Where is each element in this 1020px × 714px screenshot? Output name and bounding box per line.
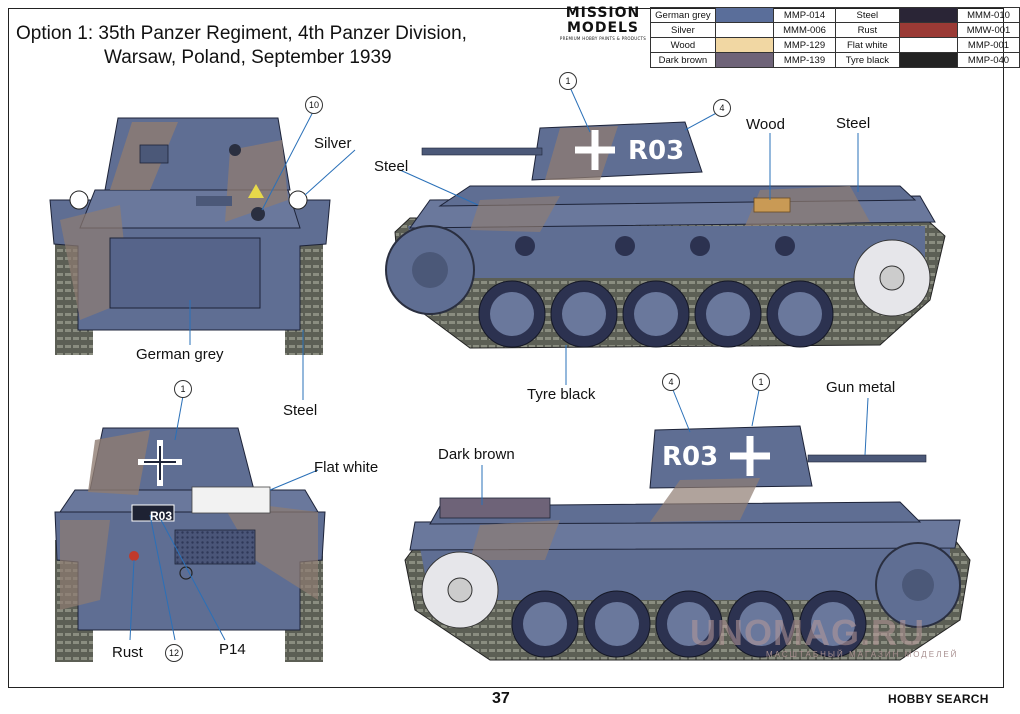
label-steel-front: Steel — [283, 402, 318, 419]
label-german-grey: German grey — [136, 346, 224, 363]
page-title: Option 1: 35th Panzer Regiment, 4th Panz… — [16, 22, 467, 70]
label-steel-side-right: Steel — [836, 115, 871, 132]
page-number: 37 — [492, 690, 510, 707]
label-tyre-black: Tyre black — [527, 386, 596, 403]
paint-swatch — [714, 22, 775, 38]
leader-lines — [129, 84, 869, 641]
watermark-main: UNOMAG.RU — [690, 612, 925, 653]
callout-4-side: 4 — [713, 99, 731, 117]
side-left-turret-number: R03 — [628, 136, 684, 166]
callout-4-lower: 4 — [662, 373, 680, 391]
logo-line-2: MODELS — [566, 20, 640, 36]
paint-swatch — [898, 7, 959, 23]
paint-code: MMP-139 — [773, 52, 836, 68]
mission-models-logo: MISSION MODELS PREMIUM HOBBY PAINTS & PR… — [556, 5, 650, 42]
callout-10: 10 — [305, 96, 323, 114]
paint-swatch — [898, 37, 959, 53]
label-flat-white: Flat white — [314, 459, 379, 476]
label-silver: Silver — [314, 135, 352, 152]
page-frame — [8, 8, 1004, 688]
side-right-turret-number: R03 — [662, 442, 718, 472]
label-p14: P14 — [219, 641, 246, 658]
side-view-left-tank: R03 — [385, 121, 946, 349]
callout-1-lower: 1 — [752, 373, 770, 391]
callout-12: 12 — [165, 644, 183, 662]
paint-swatch — [714, 7, 775, 23]
label-steel-side-left: Steel — [374, 158, 409, 175]
paint-swatch — [714, 52, 775, 68]
hobby-search-logo: HOBBY SEARCH — [888, 692, 989, 706]
label-gun-metal: Gun metal — [826, 379, 896, 396]
logo-tagline: PREMIUM HOBBY PAINTS & PRODUCTS — [559, 36, 647, 41]
watermark-sub: МАСШТАБНЫЙ МАГАЗИН МОДЕЛЕЙ — [766, 650, 959, 659]
title-line-2: Warsaw, Poland, September 1939 — [104, 47, 392, 68]
callout-1-rear: 1 — [174, 380, 192, 398]
label-dark-brown: Dark brown — [438, 446, 515, 463]
rear-number-plate: R03 — [150, 509, 173, 523]
logo-line-1: MISSION — [565, 5, 641, 21]
paint-swatch — [898, 52, 959, 68]
label-rust: Rust — [112, 644, 143, 661]
side-view-right-tank: R03 — [404, 425, 971, 661]
paint-code: MMP-040 — [957, 52, 1020, 68]
label-wood: Wood — [746, 116, 785, 133]
rear-view-tank — [54, 427, 326, 662]
callout-1-side: 1 — [559, 72, 577, 90]
front-view-tank — [49, 117, 331, 355]
title-line-1: Option 1: 35th Panzer Regiment, 4th Panz… — [16, 23, 467, 44]
